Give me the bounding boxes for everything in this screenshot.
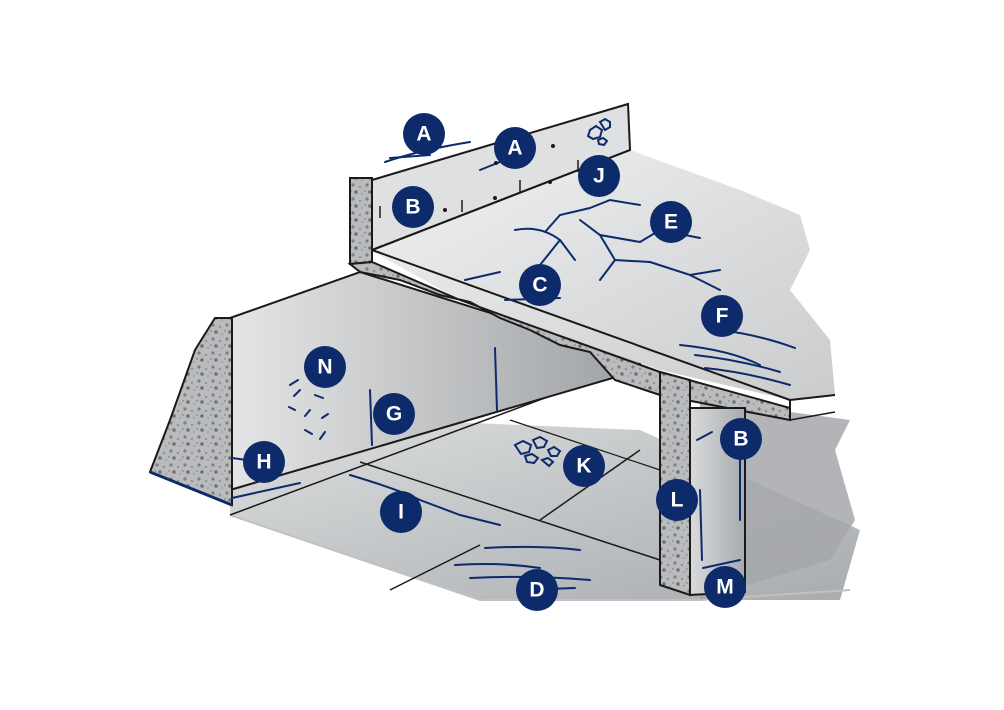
marker-C-label: C (532, 274, 547, 297)
marker-J: J (578, 155, 620, 197)
marker-A2: A (494, 127, 536, 169)
marker-D-label: D (529, 579, 544, 602)
marker-C: C (519, 264, 561, 306)
marker-M: M (704, 566, 746, 608)
marker-J-label: J (593, 165, 605, 188)
marker-A1: A (403, 113, 445, 155)
marker-M-label: M (716, 576, 734, 599)
marker-K-label: K (576, 455, 591, 478)
marker-N: N (304, 346, 346, 388)
marker-A1-label: A (416, 123, 431, 146)
marker-G-label: G (386, 403, 402, 426)
marker-A2-label: A (507, 137, 522, 160)
marker-L-label: L (671, 489, 684, 512)
marker-E: E (650, 201, 692, 243)
left-wall (148, 270, 641, 507)
marker-L: L (656, 479, 698, 521)
marker-N-label: N (317, 356, 332, 379)
marker-F-label: F (716, 305, 729, 328)
marker-H-label: H (256, 451, 271, 474)
marker-G: G (373, 393, 415, 435)
marker-E-label: E (664, 211, 678, 234)
marker-K: K (563, 445, 605, 487)
marker-I: I (380, 491, 422, 533)
marker-H: H (243, 441, 285, 483)
marker-B2: B (720, 418, 762, 460)
marker-B1: B (392, 186, 434, 228)
marker-D: D (516, 569, 558, 611)
marker-I-label: I (398, 501, 404, 524)
marker-B1-label: B (405, 196, 420, 219)
marker-B2-label: B (733, 428, 748, 451)
marker-F: F (701, 295, 743, 337)
